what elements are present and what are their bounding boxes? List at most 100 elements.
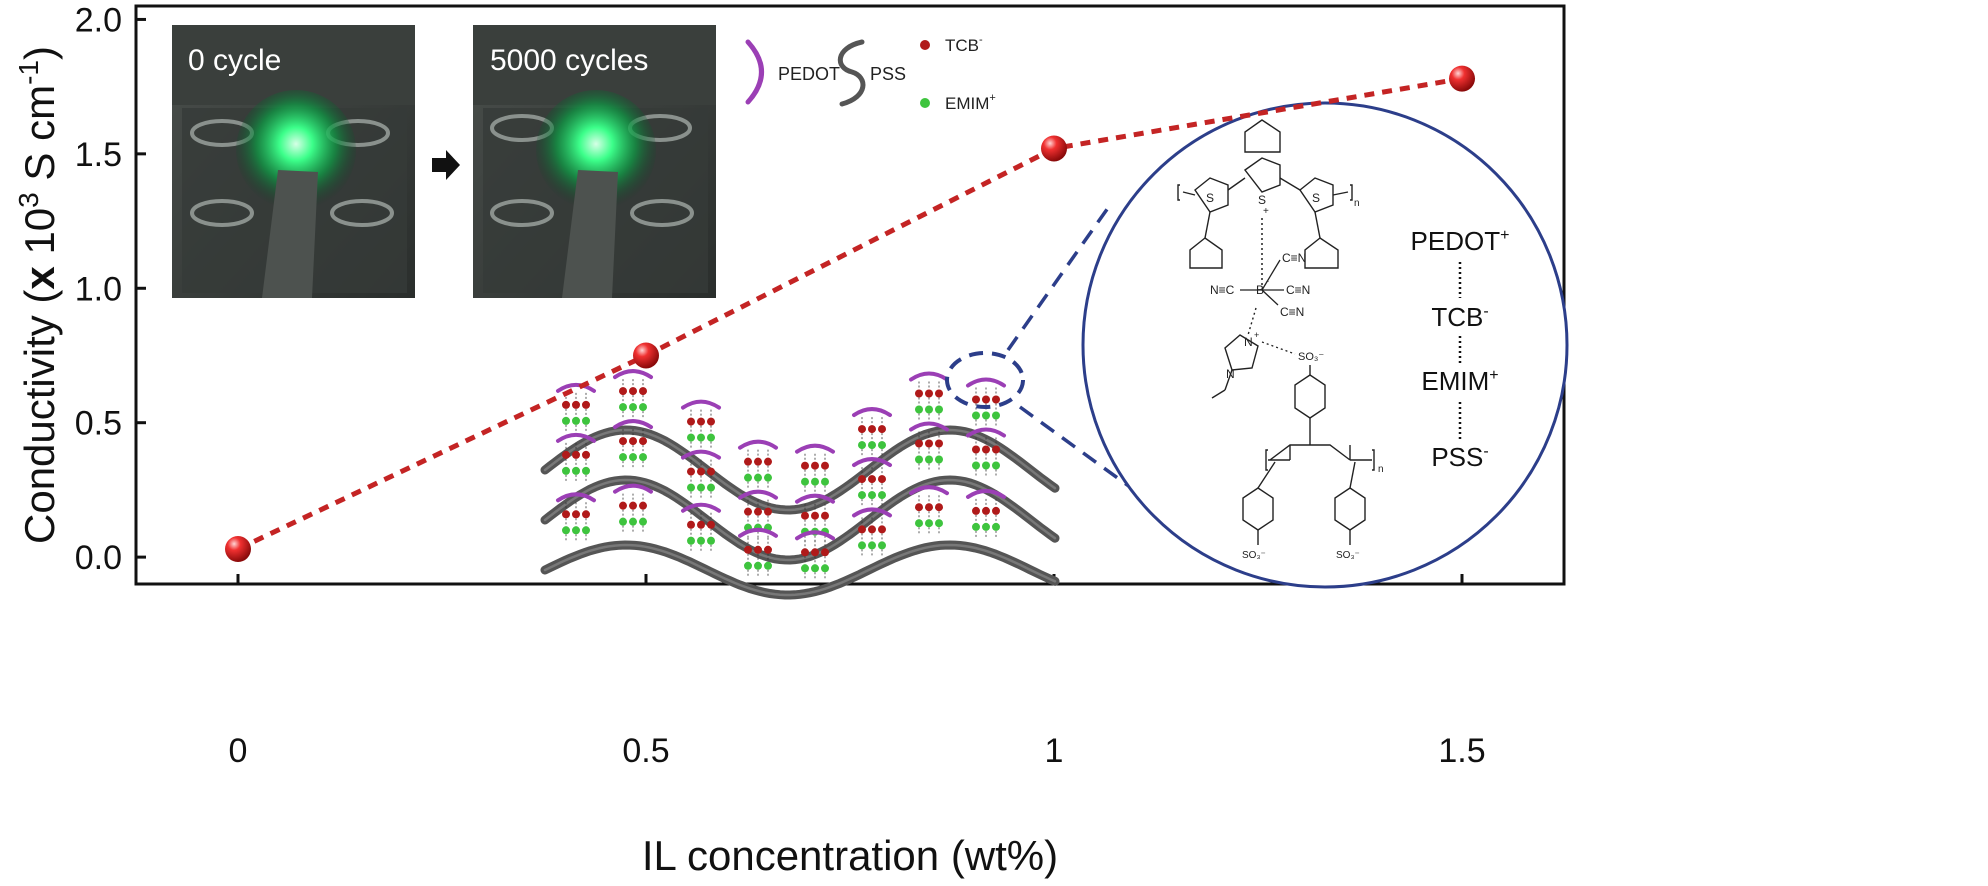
pedot-segment — [909, 485, 949, 496]
pedot-segment — [556, 492, 596, 503]
emim-ion — [915, 405, 923, 414]
emim-ion — [764, 473, 772, 482]
emim-ion — [868, 441, 876, 450]
tcb-ion — [858, 475, 866, 484]
svg-text:C≡N: C≡N — [1286, 283, 1310, 297]
tcb-ion — [764, 457, 772, 466]
pss-legend-icon — [837, 39, 866, 107]
tcb-ion — [821, 511, 829, 520]
emim-ion — [639, 453, 647, 462]
emim-ion — [754, 561, 762, 570]
tcb-ion — [821, 548, 829, 557]
pedot-segment — [556, 432, 596, 443]
x-tick-label-1: 1 — [1045, 732, 1064, 770]
tcb-ion — [582, 450, 590, 459]
tcb-ion — [629, 501, 637, 510]
emim-ion — [697, 433, 705, 442]
emim-ion — [629, 453, 637, 462]
data-point-0.5 — [633, 342, 659, 369]
pedot-segment — [613, 419, 653, 430]
emim-ion — [639, 403, 647, 412]
tcb-ion — [811, 461, 819, 470]
tcb-ion — [639, 501, 647, 510]
pss-chain-highlight — [543, 543, 1057, 597]
svg-text:SO₃⁻: SO₃⁻ — [1242, 550, 1266, 561]
svg-text:N: N — [1244, 335, 1253, 349]
series-line — [236, 76, 1463, 552]
tcb-ion — [707, 520, 715, 529]
tcb-ion — [858, 425, 866, 434]
tcb-ion — [858, 525, 866, 534]
tcb-ion — [915, 503, 923, 512]
emim-ion — [925, 455, 933, 464]
tcb-ion — [629, 437, 637, 446]
tcb-ion — [982, 395, 990, 404]
tcb-ion — [878, 525, 886, 534]
tcb-ion — [697, 417, 705, 426]
emim-ion — [562, 526, 570, 535]
pedot-segment — [613, 483, 653, 494]
tcb-ion — [935, 503, 943, 512]
emim-ion — [925, 519, 933, 528]
svg-text:S: S — [1312, 191, 1320, 205]
emim-ion — [629, 517, 637, 526]
tcb-ion — [868, 525, 876, 534]
emim-ion — [801, 477, 809, 486]
emim-ion — [582, 526, 590, 535]
emim-ion — [925, 405, 933, 414]
svg-text:-: - — [1266, 276, 1269, 286]
data-point-0 — [225, 536, 251, 563]
emim-ion — [992, 411, 1000, 420]
tcb-ion — [992, 506, 1000, 515]
molecular-structure-inset: S S + S n C≡N N≡C B - C≡N C≡N N + N — [1081, 101, 1569, 589]
emim-ion — [868, 541, 876, 550]
emim-ion — [629, 403, 637, 412]
polymer-schematic — [540, 369, 1060, 600]
tcb-ion — [582, 400, 590, 409]
tcb-ion — [982, 506, 990, 515]
emim-plus-label: EMIM+ — [1421, 366, 1498, 396]
tcb-ion — [801, 511, 809, 520]
tcb-ion — [972, 445, 980, 454]
svg-text:SO₃⁻: SO₃⁻ — [1336, 550, 1360, 561]
emim-ion — [982, 461, 990, 470]
legend-pss-label: PSS — [870, 64, 906, 84]
pedot-segment — [738, 527, 778, 538]
tcb-ion — [744, 457, 752, 466]
tcb-ion — [925, 503, 933, 512]
tcb-ion — [744, 545, 752, 554]
emim-ion — [744, 473, 752, 482]
emim-ion — [821, 477, 829, 486]
tcb-ion — [972, 395, 980, 404]
pss-minus-label: PSS- — [1431, 442, 1488, 472]
tcb-ion — [707, 417, 715, 426]
tcb-ion — [572, 400, 580, 409]
tcb-ion — [629, 387, 637, 396]
tcb-ion — [744, 507, 752, 516]
photo-label-before: 0 cycle — [188, 44, 281, 77]
tcb-ion — [925, 439, 933, 448]
x-tick-label-0: 0 — [229, 732, 248, 770]
emim-ion — [811, 564, 819, 573]
pedot-segment — [966, 488, 1006, 499]
tcb-ion — [619, 437, 627, 446]
pedot-segment — [852, 457, 892, 468]
emim-ion — [562, 416, 570, 425]
x-axis-label: IL concentration (wt%) — [642, 832, 1058, 879]
y-tick-label-2.0: 2.0 — [75, 1, 122, 39]
tcb-ion — [935, 439, 943, 448]
y-axis-label: Conductivity (x 103 S cm-1) — [13, 46, 63, 544]
tcb-ion — [811, 511, 819, 520]
emim-ion — [858, 441, 866, 450]
pedot-plus-label: PEDOT+ — [1411, 226, 1510, 256]
svg-text:SO₃⁻: SO₃⁻ — [1298, 351, 1324, 363]
y-tick-label-1.5: 1.5 — [75, 136, 122, 174]
tcb-ion — [562, 510, 570, 519]
tcb-ion — [687, 417, 695, 426]
legend-emim-label: EMIM+ — [945, 92, 996, 113]
tcb-ion — [687, 520, 695, 529]
emim-ion — [697, 536, 705, 545]
tcb-ion — [915, 389, 923, 398]
tcb-ion — [754, 545, 762, 554]
